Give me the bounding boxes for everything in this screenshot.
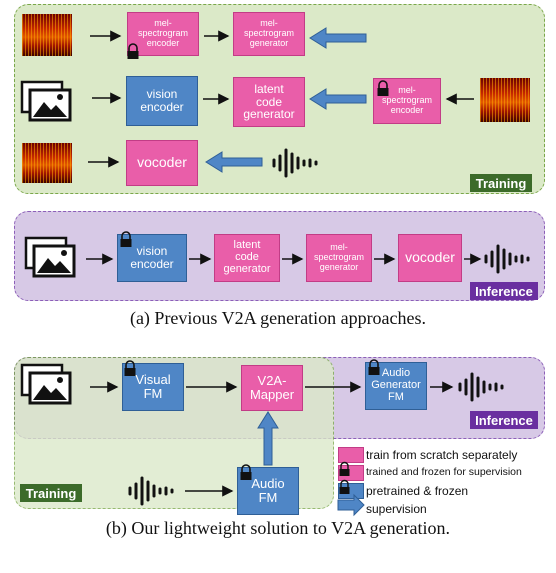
mel-spectrogram-generator-box: mel- spectrogram generator [306,234,372,282]
legend-scratch-label: train from scratch separately [366,448,518,462]
mel-spectrogram-generator-label: mel- spectrogram generator [313,242,365,272]
legend-pretrained-label: pretrained & frozen [366,484,469,498]
latent-code-generator-box: latent code generator [233,77,305,127]
lock-icon [124,360,136,376]
lock-icon [368,359,380,375]
image-stack-icon [20,80,72,122]
lock-icon [127,43,139,59]
legend-supervision-label: supervision [366,502,427,516]
mel-spectrogram-encoder-right-box: mel- spectrogram encoder [373,78,441,124]
audio-fm-label: Audio FM [251,475,285,505]
spectrogram-image [480,78,530,122]
mel-spectrogram-generator-label: mel- spectrogram generator [243,18,295,48]
waveform-icon [128,476,174,506]
mel-spectrogram-encoder-box: mel- spectrogram encoder [127,12,199,56]
latent-code-generator-label: latent code generator [243,81,295,122]
visual-fm-label: Visual FM [135,371,171,401]
inference-tag-b: Inference [470,411,538,429]
training-tag-a: Training [470,174,532,192]
waveform-icon [272,148,318,178]
vocoder-label: vocoder [405,249,455,266]
vocoder-box: vocoder [398,234,462,282]
audio-generator-fm-label: Audio Generator FM [371,367,421,403]
vision-encoder-box: vision encoder [126,76,198,126]
lock-icon [339,461,350,476]
image-stack-icon [24,236,76,278]
caption-a: (a) Previous V2A generation approaches. [129,308,427,328]
inference-tag-a: Inference [470,282,538,300]
waveform-icon [484,244,530,274]
arrow-left-icon [205,151,263,173]
image-stack-icon [20,363,72,405]
mel-spectrogram-generator-box: mel- spectrogram generator [233,12,305,56]
vision-encoder-label: vision encoder [140,87,184,114]
lock-icon [377,80,389,96]
vision-encoder-label: vision encoder [130,244,174,271]
waveform-icon [458,372,504,402]
spectrogram-image [22,143,72,183]
latent-code-generator-label: latent code generator [223,239,271,275]
arrow-up-icon [257,411,279,466]
v2a-mapper-box: V2A- Mapper [241,365,303,411]
training-tag-b: Training [20,484,82,502]
mel-spectrogram-encoder-right-label: mel- spectrogram encoder [381,85,433,115]
arrow-left-icon [309,27,367,49]
lock-icon [339,479,350,494]
v2a-mapper-label: V2A- Mapper [249,372,295,402]
vocoder-label: vocoder [137,154,187,171]
arrow-right-icon [337,493,365,517]
spectrogram-image [22,14,72,56]
caption-b: (b) Our lightweight solution to V2A gene… [105,518,451,538]
mel-spectrogram-encoder-label: mel- spectrogram encoder [137,18,189,48]
vocoder-box: vocoder [126,140,198,186]
legend-frozen-supervision-label: trained and frozen for supervision [366,466,522,478]
lock-icon [120,231,132,247]
legend-swatch-scratch [338,447,364,463]
arrow-left-icon [309,88,367,110]
lock-icon [240,464,252,480]
latent-code-generator-box: latent code generator [214,234,280,282]
